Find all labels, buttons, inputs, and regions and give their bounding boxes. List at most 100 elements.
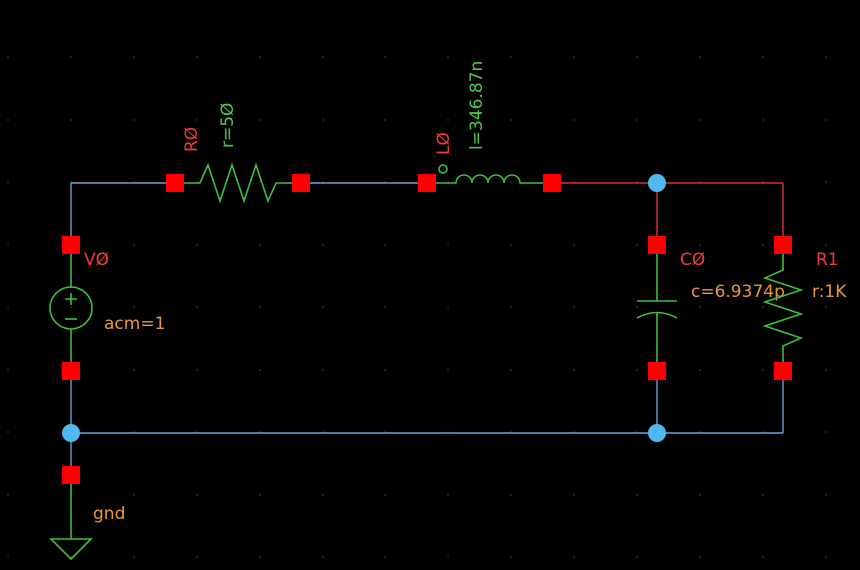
- grid-dot: [762, 244, 764, 246]
- grid-dot: [825, 369, 827, 371]
- capacitor-c0[interactable]: CØ c=6.9374p: [636, 245, 785, 371]
- grid-dot: [384, 556, 386, 558]
- grid-dot: [825, 494, 827, 496]
- gnd-label: gnd: [93, 504, 125, 524]
- grid-dot: [7, 181, 9, 183]
- grid-dot: [636, 119, 638, 121]
- junctions: [62, 174, 666, 442]
- grid-dot: [762, 119, 764, 121]
- grid-dot: [573, 244, 575, 246]
- grid-dot: [447, 556, 449, 558]
- inductor-l0[interactable]: LØ l=346.87n: [427, 61, 552, 184]
- v0-param-label: acm=1: [104, 314, 165, 334]
- grid-dot: [699, 244, 701, 246]
- grid-dot: [196, 119, 198, 121]
- grid-dot: [70, 119, 72, 121]
- grid-dot: [384, 56, 386, 58]
- wires: [70, 182, 784, 475]
- grid-dot: [384, 306, 386, 308]
- grid-dot: [447, 369, 449, 371]
- grid-dot: [133, 119, 135, 121]
- ground-symbol[interactable]: gnd: [49, 475, 125, 561]
- grid-dot: [636, 56, 638, 58]
- grid-dot: [573, 306, 575, 308]
- grid-dots: [7, 56, 827, 558]
- grid-dot: [7, 369, 9, 371]
- grid-dot: [7, 306, 9, 308]
- node-output-junction[interactable]: [648, 174, 666, 192]
- grid-dot: [133, 306, 135, 308]
- pin-gnd[interactable]: [62, 466, 80, 484]
- grid-dot: [825, 244, 827, 246]
- v0-instance-label: VØ: [84, 250, 109, 270]
- pin-l0-right[interactable]: [543, 174, 561, 192]
- grid-dot: [70, 306, 72, 308]
- grid-dot: [825, 556, 827, 558]
- pin-l0-left[interactable]: [418, 174, 436, 192]
- grid-dot: [762, 306, 764, 308]
- grid-dot: [699, 56, 701, 58]
- grid-dot: [699, 119, 701, 121]
- grid-dot: [510, 56, 512, 58]
- grid-dot: [196, 556, 198, 558]
- grid-dot: [322, 556, 324, 558]
- grid-dot: [699, 494, 701, 496]
- c0-instance-label: CØ: [680, 250, 705, 270]
- grid-dot: [636, 494, 638, 496]
- resistor-r0[interactable]: RØ r=5Ø: [175, 103, 301, 204]
- grid-dot: [133, 494, 135, 496]
- pin-c0-bottom[interactable]: [648, 362, 666, 380]
- grid-dot: [825, 181, 827, 183]
- grid-dot: [699, 556, 701, 558]
- pin-r0-left[interactable]: [166, 174, 184, 192]
- grid-dot: [510, 181, 512, 183]
- grid-dot: [762, 494, 764, 496]
- grid-dot: [196, 369, 198, 371]
- grid-dot: [259, 56, 261, 58]
- grid-dot: [259, 119, 261, 121]
- grid-dot: [573, 56, 575, 58]
- r1-instance-label: R1: [816, 250, 839, 270]
- inductor-l0-symbol: [427, 174, 552, 184]
- grid-dot: [510, 244, 512, 246]
- grid-dot: [133, 556, 135, 558]
- r0-instance-label: RØ: [182, 127, 202, 152]
- pin-r1-top[interactable]: [774, 236, 792, 254]
- grid-dot: [322, 56, 324, 58]
- grid-dot: [322, 244, 324, 246]
- grid-dot: [133, 56, 135, 58]
- resistor-r1[interactable]: R1 r:1K: [762, 245, 847, 371]
- grid-dot: [447, 244, 449, 246]
- grid-dot: [259, 181, 261, 183]
- grid-dot: [322, 119, 324, 121]
- pin-r1-bottom[interactable]: [774, 362, 792, 380]
- l0-param-label: l=346.87n: [467, 61, 487, 150]
- grid-dot: [573, 494, 575, 496]
- resistor-r1-symbol: [762, 245, 804, 371]
- pin-v0-plus[interactable]: [62, 236, 80, 254]
- v0-plus-sign: [65, 293, 77, 305]
- grid-dot: [322, 306, 324, 308]
- grid-dot: [196, 56, 198, 58]
- pin-v0-minus[interactable]: [62, 362, 80, 380]
- voltage-source-v0[interactable]: VØ acm=1: [49, 245, 165, 371]
- grid-dot: [510, 494, 512, 496]
- pin-r0-right[interactable]: [292, 174, 310, 192]
- node-ground-right-junction[interactable]: [648, 424, 666, 442]
- grid-dot: [7, 119, 9, 121]
- grid-dot: [825, 56, 827, 58]
- grid-dot: [699, 369, 701, 371]
- grid-dot: [384, 244, 386, 246]
- r0-param-label: r=5Ø: [218, 103, 238, 148]
- r1-param-label: r:1K: [812, 282, 847, 302]
- grid-dot: [510, 306, 512, 308]
- grid-dot: [573, 369, 575, 371]
- grid-dot: [384, 119, 386, 121]
- pin-c0-top[interactable]: [648, 236, 666, 254]
- node-ground-left-junction[interactable]: [62, 424, 80, 442]
- grid-dot: [447, 56, 449, 58]
- gnd-triangle: [49, 538, 93, 561]
- grid-dot: [447, 119, 449, 121]
- grid-dot: [7, 431, 9, 433]
